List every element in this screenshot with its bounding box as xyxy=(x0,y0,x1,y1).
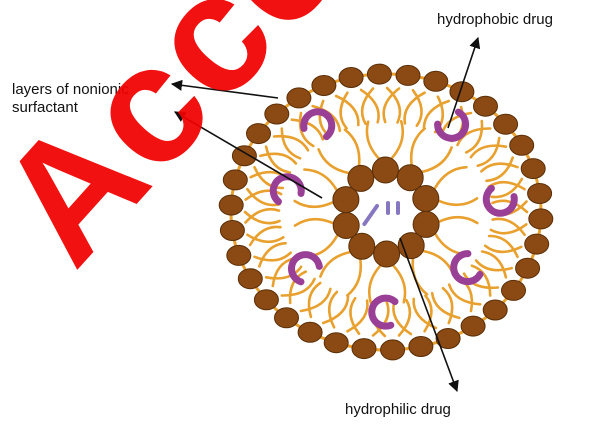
outer-surfactant-head xyxy=(220,221,244,241)
hydrophilic-drug-group xyxy=(364,203,398,224)
inner-surfactant-tail xyxy=(422,148,451,172)
outer-surfactant-head xyxy=(232,146,256,166)
outer-surfactant-tail xyxy=(301,289,330,311)
outer-surfactant-tail xyxy=(482,252,506,278)
inner-surfactant-tail xyxy=(392,121,403,158)
outer-surfactant-head xyxy=(483,300,507,320)
outer-surfactant-head xyxy=(367,64,391,84)
outer-surfactant-head xyxy=(238,269,262,289)
outer-surfactant-head xyxy=(254,290,278,310)
outer-surfactant-tail xyxy=(443,288,452,323)
outer-surfactant-head xyxy=(461,316,485,336)
inner-surfactant-tail xyxy=(304,170,336,191)
inner-surfactant-tail xyxy=(347,260,360,296)
outer-surfactant-head xyxy=(521,159,545,179)
outer-surfactant-head xyxy=(502,280,526,300)
inner-surfactant-tail xyxy=(439,217,477,223)
inner-surfactant-head xyxy=(413,186,439,212)
outer-surfactant-tail xyxy=(362,89,373,124)
hydrophobic-drug-molecule xyxy=(436,111,471,143)
outer-surfactant-tail xyxy=(323,296,348,323)
outer-surfactant-tail xyxy=(471,146,506,158)
hydrophilic-drug-molecule xyxy=(364,206,377,224)
outer-surfactant-head xyxy=(525,234,549,254)
outer-surfactant-tail xyxy=(260,154,296,164)
label-hydrophilic-drug: hydrophilic drug xyxy=(345,401,451,419)
outer-surfactant-head xyxy=(528,184,552,204)
outer-surfactant-head xyxy=(287,88,311,108)
outer-surfactant-head xyxy=(396,65,420,85)
outer-surfactant-head xyxy=(324,333,348,353)
outer-surfactant-head xyxy=(298,322,322,342)
outer-surfactant-tail xyxy=(432,293,459,318)
inner-surfactant-tail xyxy=(295,219,333,225)
outer-surfactant-head xyxy=(219,195,243,215)
outer-surfactant-head xyxy=(247,124,271,144)
inner-surfactant-tail xyxy=(295,201,333,207)
inner-surfactant-tail xyxy=(393,266,405,303)
outer-surfactant-head xyxy=(275,308,299,328)
outer-surfactant-tail xyxy=(329,292,337,327)
inner-surfactant-head xyxy=(372,157,398,183)
inner-surfactant-tail xyxy=(345,130,359,166)
inner-surfactant-tail xyxy=(319,149,349,173)
outer-surfactant-tail xyxy=(309,283,320,317)
inner-surfactant-tail xyxy=(439,198,477,204)
arrow-layers-outer xyxy=(172,84,278,98)
inner-surfactant-tail xyxy=(411,129,424,165)
inner-surfactant-tail xyxy=(320,252,349,276)
outer-surfactant-tail xyxy=(282,129,300,159)
inner-surfactant-head xyxy=(374,241,400,267)
outer-surfactant-head xyxy=(409,337,433,357)
outer-surfactant-tail xyxy=(245,212,280,223)
outer-surfactant-tail xyxy=(476,261,512,271)
inner-surfactant-tail xyxy=(367,122,379,159)
outer-surfactant-tail xyxy=(274,136,308,150)
outer-surfactant-tail xyxy=(489,236,517,257)
label-layers-of-nonionic-surfactant: layers of nonionic surfactant xyxy=(12,81,129,117)
outer-surfactant-head xyxy=(494,114,518,134)
inner-surfactant-tail xyxy=(423,251,453,275)
outer-surfactant-head xyxy=(516,258,540,278)
hydrophobic-drug-molecule xyxy=(449,252,481,287)
outer-surfactant-head xyxy=(510,135,534,155)
outer-surfactant-tail xyxy=(266,147,290,173)
outer-surfactant-head xyxy=(312,76,336,96)
outer-surfactant-head xyxy=(381,340,405,360)
outer-surfactant-tail xyxy=(259,243,285,266)
outer-surfactant-head xyxy=(265,104,289,124)
outer-surfactant-tail xyxy=(481,164,517,172)
hydrophobic-drug-molecule xyxy=(370,296,396,327)
outer-surfactant-tail xyxy=(255,253,291,261)
outer-surfactant-head xyxy=(529,209,553,229)
outer-surfactant-head xyxy=(474,96,498,116)
outer-surfactant-tail xyxy=(449,285,480,305)
outer-surfactant-head xyxy=(223,170,247,190)
inner-surfactant-head xyxy=(333,213,359,239)
outer-surfactant-tail xyxy=(486,158,512,181)
outer-surfactant-head xyxy=(227,245,251,265)
outer-surfactant-head xyxy=(352,339,376,359)
outer-surfactant-tail xyxy=(399,300,410,335)
outer-surfactant-head xyxy=(339,68,363,88)
label-hydrophobic-drug: hydrophobic drug xyxy=(437,11,553,29)
outer-surfactant-head xyxy=(424,71,448,91)
outer-surfactant-tail xyxy=(478,138,499,166)
inner-surfactant-tail xyxy=(435,167,467,188)
inner-surfactant-head xyxy=(348,165,374,191)
